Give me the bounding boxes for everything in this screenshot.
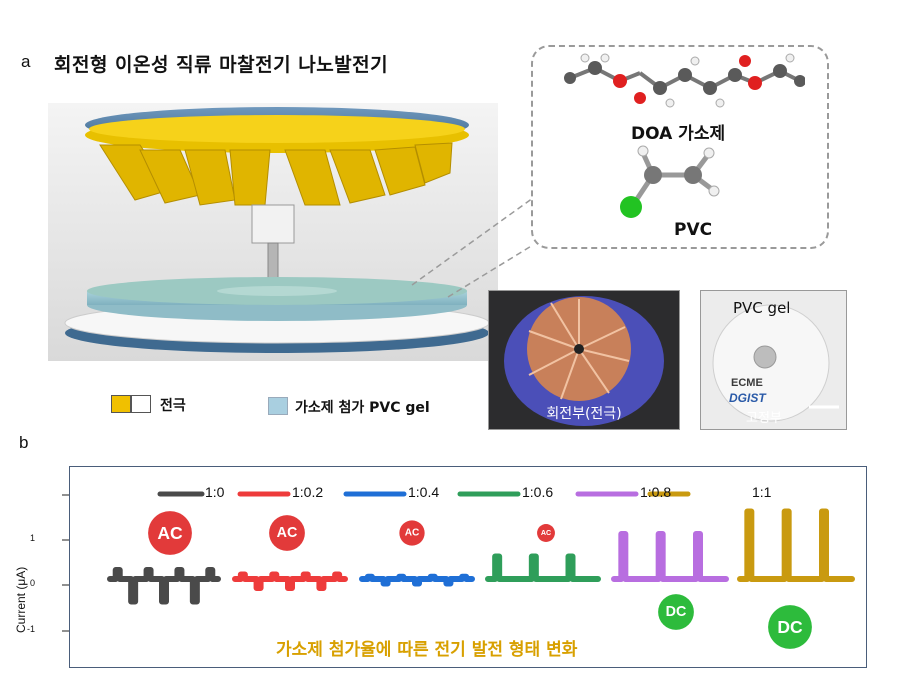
legend-label-1-0: 1:0 [205, 484, 225, 500]
trace-1:0.4 [359, 573, 475, 587]
device-illustration [48, 103, 498, 361]
panel-a-title: 회전형 이온성 직류 마찰전기 나노발전기 [54, 54, 389, 76]
electrode-swatch-white [131, 395, 151, 413]
bubble-label-1:0.6: AC [541, 529, 551, 537]
photo-stator-bottom-label: 고정부 [746, 411, 782, 426]
photo-rotor: 회전부(전극) [488, 290, 680, 430]
y-tick-1: 1 [30, 533, 36, 543]
coin [753, 345, 777, 369]
panel-a-letter: a [21, 52, 31, 71]
photo-rotor-label: 회전부(전극) [546, 406, 622, 422]
bubble-ac-1:0 [148, 511, 192, 555]
trace-1:1 [737, 508, 855, 582]
photo-stator: PVC gel ECME DGIST 고정부 [700, 290, 847, 430]
bubble-dc-1:0.8 [658, 594, 694, 630]
doa-molecule-model [564, 53, 805, 108]
legend-gel: 가소제 첨가 PVC gel [295, 400, 430, 416]
bubble-ac-1:0.6 [537, 524, 555, 542]
shaft-holder [251, 204, 295, 244]
molecule-inset: DOA 가소제 PVC [531, 45, 829, 249]
bubble-label-1:0.4: AC [405, 528, 420, 539]
panel-b-caption: 가소제 첨가율에 따른 전기 발전 형태 변화 [276, 640, 578, 660]
pvc-molecule-model [620, 145, 720, 218]
bubble-label-1:0.8: DC [666, 604, 687, 620]
legend-label-1-0.2: 1:0.2 [292, 484, 324, 500]
trace-1:0.8 [611, 531, 729, 582]
photo-stator-top-label: PVC gel [733, 299, 791, 317]
legend-label-1-0.6: 1:0.6 [522, 484, 554, 500]
legend-label-1-0.4: 1:0.4 [408, 484, 440, 500]
pvc-label: PVC [674, 220, 713, 240]
rotor-blades [99, 142, 453, 206]
y-tick-0: 0 [30, 578, 36, 588]
electrode-swatch-yellow [111, 395, 131, 413]
bubble-label-1:1: DC [777, 617, 803, 637]
legend-electrode: 전극 [160, 398, 186, 414]
gel-swatch [268, 397, 288, 415]
bubble-ac-1:0.2 [269, 515, 305, 551]
bubble-label-1:0.2: AC [277, 525, 298, 541]
legend-label-1-1: 1:1 [752, 484, 772, 500]
y-axis-ticks [62, 494, 69, 632]
bubble-dc-1:1 [768, 605, 812, 649]
panel-b-frame [69, 466, 867, 668]
trace-1:0.2 [232, 571, 348, 591]
panel-b-letter: b [19, 433, 29, 452]
logo-dgist: DGIST [729, 391, 766, 405]
y-tick-neg1: -1 [27, 624, 36, 634]
doa-label: DOA 가소제 [631, 124, 726, 144]
bubble-label-1:0: AC [157, 523, 183, 543]
legend-label-1-0.8: 1:0.8 [640, 484, 672, 500]
trace-1:0.6 [485, 553, 601, 582]
bubble-ac-1:0.4 [399, 520, 425, 546]
stator-photo-illustration [712, 304, 839, 422]
rotor-photo-illustration [504, 296, 664, 426]
logo-ecme: ECME [731, 377, 763, 389]
trace-1:0 [107, 567, 221, 605]
